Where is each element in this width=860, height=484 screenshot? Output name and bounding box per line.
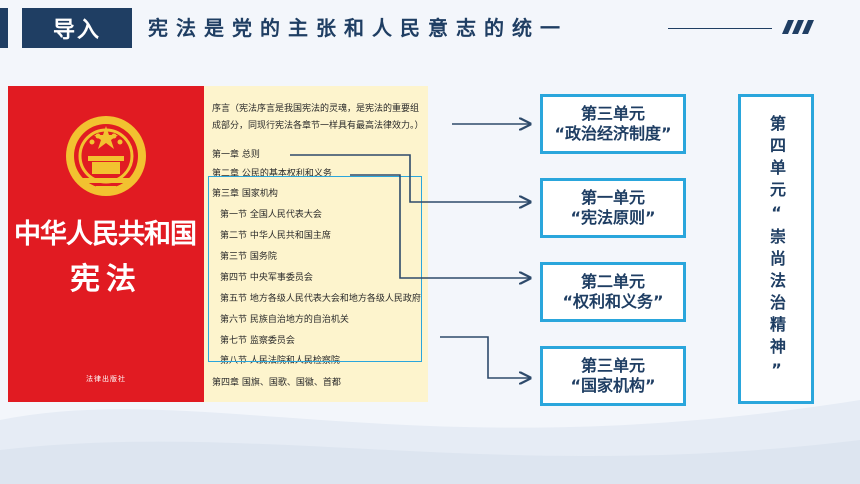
page-title: 宪法是党的主张和人民意志的统一 xyxy=(148,16,568,40)
table-of-contents: 序言（宪法序言是我国宪法的灵魂，是宪法的重要组成部分，同现行宪法各章节一样具有最… xyxy=(204,86,428,402)
unit-number: 第三单元 xyxy=(580,356,645,375)
cover-title: 中华人民共和国 xyxy=(14,219,197,250)
stripes-icon xyxy=(782,20,814,34)
unit-topic: “政治经济制度” xyxy=(554,124,672,143)
unit-topic: “权利和义务” xyxy=(562,292,664,311)
cover-publisher: 法律出版社 xyxy=(86,375,126,383)
unit-topic: “国家机构” xyxy=(570,376,656,395)
toc-chapter-2: 第二章 公民的基本权利和义务 xyxy=(212,169,332,179)
toc-preamble: 序言（宪法序言是我国宪法的灵魂，是宪法的重要组成部分，同现行宪法各章节一样具有最… xyxy=(212,104,424,131)
toc-chapter-1: 第一章 总则 xyxy=(212,150,260,160)
title-rule xyxy=(668,28,772,29)
unit-number: 第二单元 xyxy=(580,272,645,291)
unit-number: 第三单元 xyxy=(580,104,645,123)
unit-topic: “宪法原则” xyxy=(570,208,656,227)
toc-section-4: 第四节 中央军事委员会 xyxy=(220,273,313,283)
unit-box-political-economic: 第三单元 “政治经济制度” xyxy=(540,94,686,154)
toc-chapter-3: 第三章 国家机构 xyxy=(212,189,278,199)
toc-section-7: 第七节 监察委员会 xyxy=(220,336,295,346)
header-left-strip xyxy=(0,8,8,48)
toc-section-2: 第二节 中华人民共和国主席 xyxy=(220,231,331,241)
toc-section-6: 第六节 民族自治地方的自治机关 xyxy=(220,315,349,325)
intro-badge: 导入 xyxy=(22,8,132,48)
toc-section-1: 第一节 全国人民代表大会 xyxy=(220,210,322,220)
chapter-3-highlight xyxy=(208,176,422,362)
toc-section-3: 第三节 国务院 xyxy=(220,252,277,262)
unit-box-rights-duties: 第二单元 “权利和义务” xyxy=(540,262,686,322)
unit-number: 第一单元 xyxy=(580,188,645,207)
toc-section-5: 第五节 地方各级人民代表大会和地方各级人民政府 xyxy=(220,294,421,304)
toc-chapter-4: 第四章 国旗、国歌、国徽、首都 xyxy=(212,378,341,388)
constitution-cover: 中华人民共和国 宪法 法律出版社 xyxy=(8,86,204,402)
cover-subtitle: 宪法 xyxy=(70,262,142,297)
unit4-text: 第四单元“崇尚法治精神” xyxy=(767,115,786,385)
national-emblem-icon xyxy=(66,116,146,196)
unit-box-rule-of-law: 第四单元“崇尚法治精神” xyxy=(738,94,814,404)
unit-box-state-organs: 第三单元 “国家机构” xyxy=(540,346,686,406)
unit-box-constitution-principles: 第一单元 “宪法原则” xyxy=(540,178,686,238)
